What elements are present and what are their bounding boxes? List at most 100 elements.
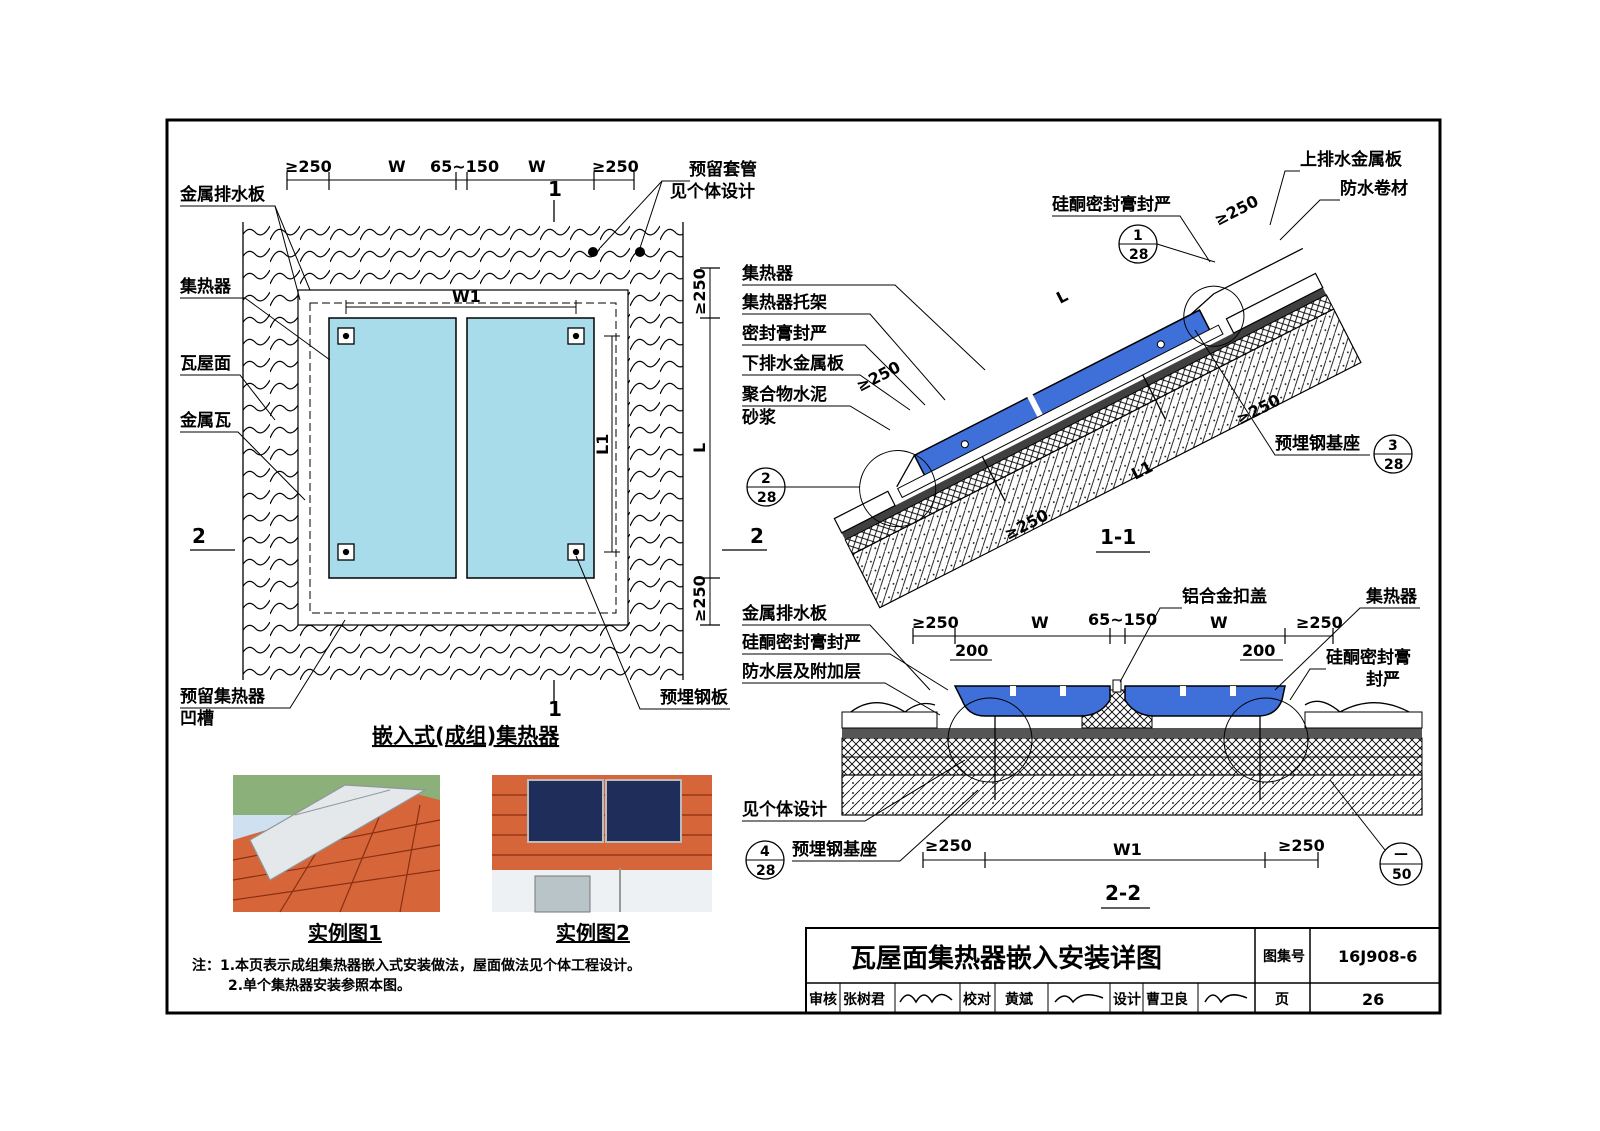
s22-ref-4: 4 28 [745,840,785,880]
plan-label-sleeve: 预留套管 [689,159,757,180]
photo-1 [232,775,441,913]
plan-label-reserved-groove: 预留集热器 [180,686,266,707]
section-marker-2-right: 2 [750,524,764,548]
s11-dim-1: ≥250 [1211,191,1261,229]
section-marker-1-top: 1 [548,177,562,201]
s22-dim-w1: W1 [1113,840,1142,859]
s22-label-drainage: 金属排水板 [741,603,828,624]
plan-label-groove: 凹槽 [180,708,214,729]
plan-dim-5: ≥250 [592,157,639,176]
s11-dim-2: ≥250 [853,357,903,395]
s22-label-collector: 集热器 [1365,586,1418,607]
s11-label-bracket: 集热器托架 [741,292,827,313]
title-block-check: 校对 [963,991,991,1008]
svg-text:4: 4 [760,844,770,860]
section-marker-2-left: 2 [192,524,206,548]
s11-dim-l: L [1053,286,1071,308]
title-block-title: 瓦屋面集热器嵌入安装详图 [850,943,1162,974]
title-block-checker: 黄斌 [1005,991,1033,1008]
s22-dim-200-right: 200 [1242,641,1275,660]
title-block-design: 设计 [1113,991,1141,1008]
photo-2-caption: 实例图2 [556,921,630,945]
note-line-2: 2.单个集热器安装参照本图。 [228,977,411,994]
title-block-atlas-label: 图集号 [1263,948,1305,965]
s22-dim-3: 65~150 [1088,610,1157,629]
sheet-frame [165,118,1442,1015]
plan-dim-l: L [690,443,709,453]
s22-label-silicone-right: 硅酮密封膏 [1326,647,1411,668]
note-line-1: 注：1.本页表示成组集热器嵌入式安装做法，屋面做法见个体工程设计。 [192,957,641,974]
s11-label-sealant: 密封膏封严 [742,323,827,344]
section-marker-1-bottom: 1 [548,697,562,721]
s22-label-silicone: 硅酮密封膏封严 [742,632,861,653]
svg-text:28: 28 [1384,457,1403,473]
section-2-2: ≥250 W 65~150 W ≥250 200 200 ≥250 W1 ≥25… [741,586,1423,909]
plan-label-metal-drainage: 金属排水板 [179,184,266,205]
s11-label-steel-base: 预埋钢基座 [1275,433,1360,454]
plan-dim-l1: L1 [593,434,612,455]
s11-label-collector: 集热器 [741,263,794,284]
s22-dim-2: W [1031,613,1049,632]
svg-text:1: 1 [1133,228,1143,244]
s11-ref-1: 1 28 [1118,224,1216,264]
plan-dim-right-top: ≥250 [690,268,709,315]
s22-dim-1: ≥250 [912,613,959,632]
s22-collector-right [1124,685,1286,717]
plan-dim-right-bottom: ≥250 [690,575,709,622]
plan-dim-3: 65~150 [430,157,499,176]
s22-collector-left [953,685,1111,717]
svg-text:3: 3 [1388,438,1398,454]
title-block-page-label: 页 [1275,992,1289,1008]
plan-dim-4: W [528,157,546,176]
embedded-plates [337,327,585,561]
s11-label-polymer-mortar: 聚合物水泥 [741,384,827,405]
s22-dim-5: ≥250 [1296,613,1343,632]
s22-dim-b1: ≥250 [925,836,972,855]
title-block-reviewer: 张树君 [843,991,885,1008]
s22-label-steel-base: 预埋钢基座 [792,839,877,860]
s11-caption: 1-1 [1100,525,1136,549]
svg-text:28: 28 [757,490,776,506]
plan-label-metal-tile: 金属瓦 [179,410,231,431]
plan-caption: 嵌入式(成组)集热器 [372,724,560,748]
s22-label-waterproof: 防水层及附加层 [742,661,861,682]
s22-label-seal-right: 封严 [1366,669,1400,690]
svg-text:2: 2 [761,471,771,487]
plan-label-tile-roof: 瓦屋面 [180,354,231,374]
s22-dim-b2: ≥250 [1278,836,1325,855]
s22-label-cover: 铝合金扣盖 [1182,586,1267,607]
s11-ref-2: 2 28 [746,467,860,507]
photo-1-caption: 实例图1 [308,921,382,945]
plan-label-see-design: 见个体设计 [670,181,755,202]
s11-ref-3: 3 28 [1373,434,1413,474]
plan-dim-1: ≥250 [285,157,332,176]
title-block-atlas-no: 16J908-6 [1338,947,1417,966]
s11-label-silicone: 硅酮密封膏封严 [1052,194,1171,215]
plan-view: ≥250 W 65~150 W ≥250 W1 L1 ≥250 L ≥250 1… [179,157,767,748]
plan-label-embedded-plate: 预埋钢板 [660,687,729,708]
s22-dim-4: W [1210,613,1228,632]
s11-label-upper-drainage: 上排水金属板 [1300,149,1403,170]
title-block-review: 审核 [809,991,837,1008]
s11-label-membrane: 防水卷材 [1340,178,1408,199]
photo-2 [492,775,712,913]
collector-panel-left [328,317,457,579]
svg-text:28: 28 [1129,247,1148,263]
s22-label-see-design: 见个体设计 [742,799,827,820]
s11-label-mortar: 砂浆 [742,407,777,428]
title-block-page-no: 26 [1362,990,1384,1009]
s22-ref-5: — 50 [1329,779,1423,886]
s22-dim-200-left: 200 [955,641,988,660]
svg-text:28: 28 [756,863,775,879]
collector-panel-right [466,317,595,579]
section-1-1: 集热器 集热器托架 密封膏封严 下排水金属板 聚合物水泥 砂浆 硅酮密封膏封严 … [741,149,1413,609]
plan-dim-2: W [388,157,406,176]
svg-text:—: — [1394,846,1408,862]
svg-text:50: 50 [1392,867,1412,883]
plan-dim-w1: W1 [452,287,481,306]
title-block: 瓦屋面集热器嵌入安装详图 图集号 16J908-6 审核 张树君 校对 黄斌 设… [805,927,1441,1014]
title-block-designer: 曹卫良 [1146,991,1188,1008]
s11-label-lower-drainage: 下排水金属板 [742,353,845,374]
s22-caption: 2-2 [1105,881,1141,905]
